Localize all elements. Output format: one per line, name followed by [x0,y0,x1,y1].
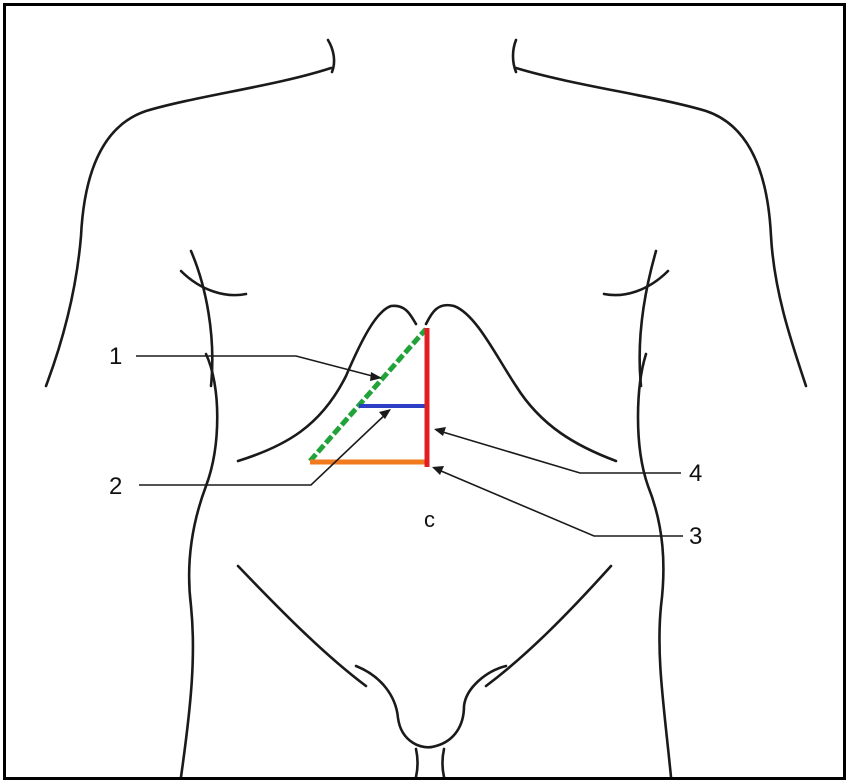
label-2: 2 [109,473,122,500]
segment-1-green [310,329,426,461]
label-1: 1 [109,343,122,370]
costal-margin-right [426,305,616,461]
right-pectoral [604,271,668,295]
navel-mark: c [424,507,435,532]
arrowhead-1 [370,372,382,381]
arrowhead-4 [434,427,446,436]
leader-4 [436,430,681,473]
thigh-line-left [416,749,418,777]
leader-1 [136,356,380,378]
arrowhead-3 [432,466,444,475]
right-shoulder-arm [516,68,806,386]
right-flank [638,354,671,777]
arrowhead-2 [379,409,391,419]
left-pectoral [181,271,246,295]
label-3: 3 [689,523,702,550]
left-shoulder-arm [46,68,331,386]
thigh-line-right [443,749,445,777]
torso-diagram: c 1 2 3 4 [6,6,843,777]
leader-2 [139,411,389,485]
right-inguinal [486,566,611,686]
costal-margin-left [238,306,416,461]
left-armpit [191,251,212,386]
left-inguinal [238,566,366,686]
diagram-frame: c 1 2 3 4 [3,3,846,780]
left-flank [181,354,217,777]
label-4: 4 [689,460,702,487]
genital-outline [356,666,506,747]
